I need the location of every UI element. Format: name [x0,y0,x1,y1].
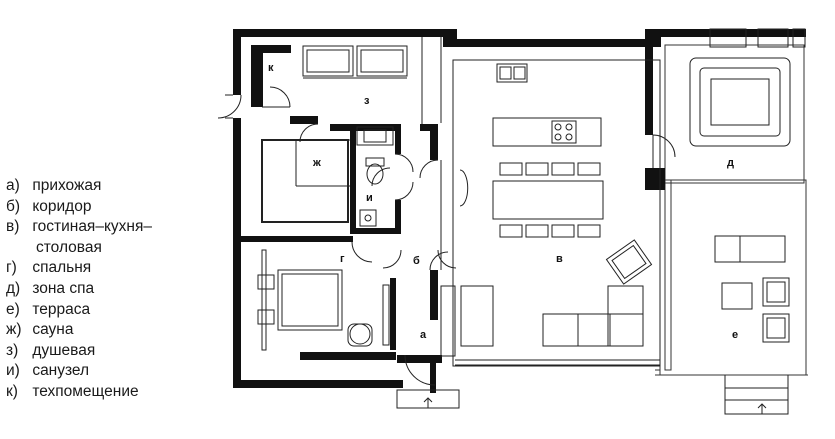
room-outlines [261,37,789,415]
legend-item-bedroom: г) спальня [6,259,92,277]
room-label-k: к [268,62,274,74]
legend-item-utility: к) техпомещение [6,382,139,400]
room-label-z: з [364,95,370,107]
legend-item-hallway: а) прихожая [6,177,102,194]
room-label-g: г [340,253,345,265]
room-labels: а б в г д е ж з и к [268,62,738,341]
legend-item-living-kitchen: в) гостиная–кухня– [6,218,152,236]
fixtures [302,45,408,227]
legend: а) прихожая б) коридор в) гостиная–кухня… [6,176,211,403]
room-label-d: д [727,157,734,169]
room-label-e: е [732,329,738,341]
walls [233,29,806,393]
doors [217,86,676,386]
legend-item-terrace: е) терраса [6,300,91,318]
legend-item-sauna: ж) сауна [6,321,74,339]
room-label-zh: ж [312,157,321,169]
legend-item-shower: з) душевая [6,341,96,359]
legend-item-spa: д) зона спа [6,279,95,297]
legend-item-dining-continuation: столовая [36,238,102,256]
room-label-v: в [556,253,563,265]
furniture [257,28,806,351]
room-label-i: и [366,192,373,204]
legend-item-corridor: б) коридор [6,197,92,215]
legend-item-bathroom: и) санузел [6,362,90,380]
room-label-a: а [420,329,427,341]
room-label-b: б [413,255,420,267]
